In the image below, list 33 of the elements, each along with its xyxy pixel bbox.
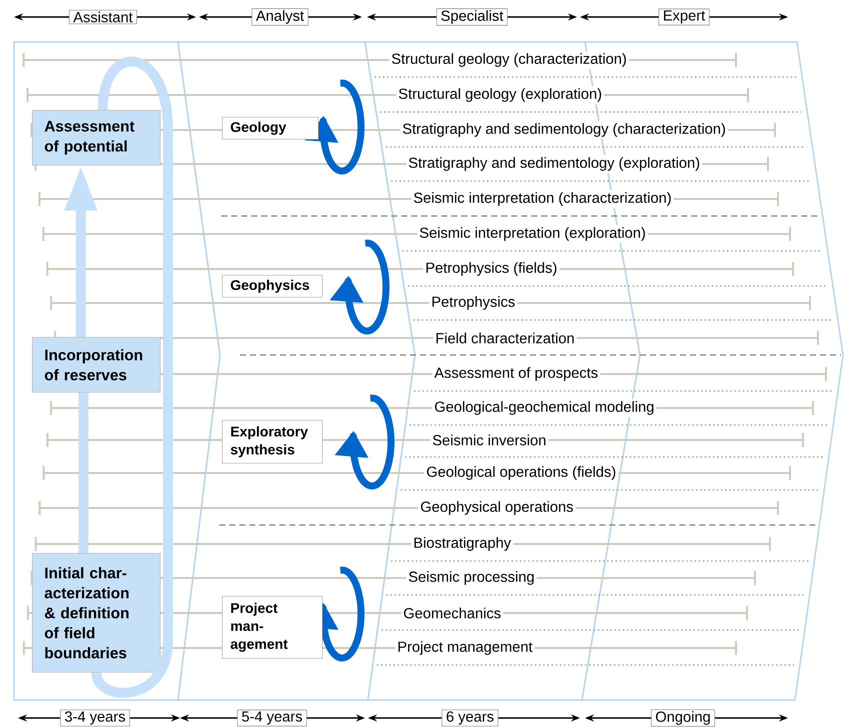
skill-label: Petrophysics (fields) <box>423 260 560 278</box>
column-header: Specialist <box>436 8 508 26</box>
skill-label: Biostratigraphy <box>411 535 514 553</box>
skill-label: Seismic inversion <box>430 432 548 448</box>
column-header: Assistant <box>68 10 138 24</box>
skill-label: Geophysical operations <box>418 499 576 517</box>
duration-label: 3-4 years <box>60 710 130 726</box>
stage-box: Initial char-acterization & definition of field boundaries <box>32 553 161 673</box>
discipline-box: Geophysics <box>222 275 323 298</box>
skill-label: Geological-geochemical modeling <box>432 399 656 417</box>
skill-label: Structural geology (characterization) <box>389 51 629 69</box>
skill-label: Stratigraphy and sedimentology (characterization) <box>400 121 728 139</box>
skill-label: Assessment of prospects <box>432 365 600 383</box>
skill-label: Seismic processing <box>406 569 537 587</box>
skill-label: Field characterization <box>433 330 577 346</box>
skill-label: Petrophysics <box>429 294 518 312</box>
stage-box: Assessment of potential <box>32 110 161 166</box>
skill-label: Seismic interpretation (characterization) <box>411 190 674 208</box>
skill-label: Structural geology (exploration) <box>396 86 604 104</box>
skill-label: Geological operations (fields) <box>424 464 618 482</box>
column-header: Analyst <box>252 8 308 26</box>
column-header: Expert <box>658 8 710 26</box>
duration-label: 5-4 years <box>237 710 307 726</box>
discipline-box: Project man-agement <box>222 596 323 659</box>
discipline-box: Exploratory synthesis <box>222 420 323 464</box>
skill-label: Project management <box>395 639 535 657</box>
skill-label: Stratigraphy and sedimentology (exploration) <box>406 155 702 173</box>
duration-label: Ongoing <box>651 709 715 727</box>
duration-label: 6 years <box>442 710 498 726</box>
skill-label: Seismic interpretation (exploration) <box>417 225 648 243</box>
stage-box: Incorporation of reserves <box>32 337 161 393</box>
discipline-box: Geology <box>222 117 319 140</box>
skill-label: Geomechanics <box>401 606 504 620</box>
